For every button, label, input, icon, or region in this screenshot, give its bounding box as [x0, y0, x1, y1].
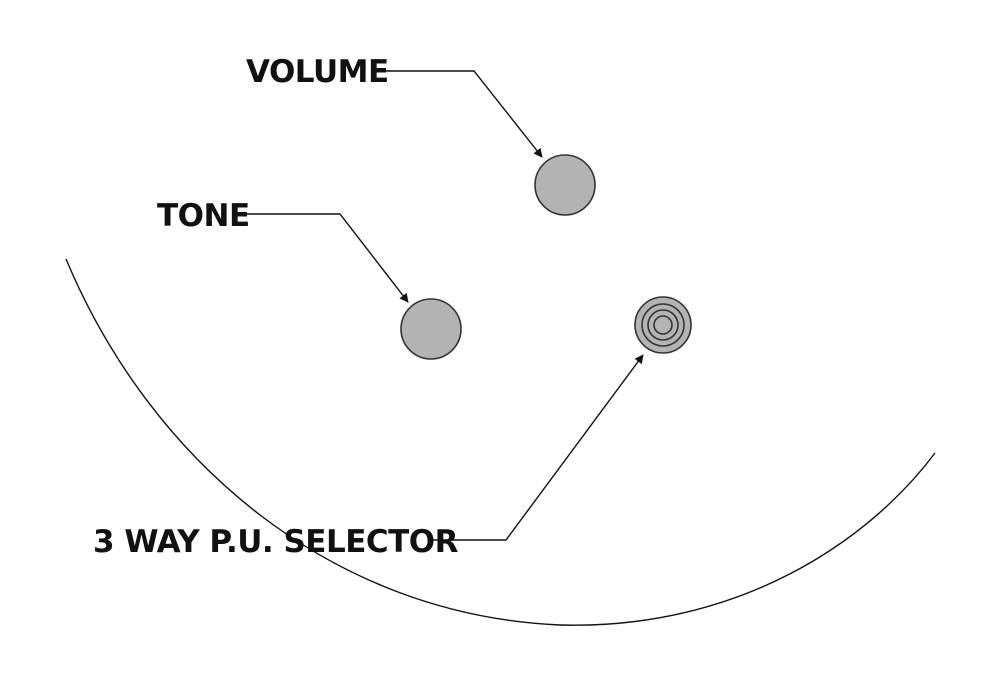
- tone-label: TONE: [157, 198, 250, 234]
- guitar-body-outline: [65, 258, 936, 626]
- volume-knob: [534, 154, 596, 216]
- selector-label: 3 WAY P.U. SELECTOR: [93, 524, 459, 560]
- selector-inner-ring: [647, 309, 679, 341]
- volume-leader-arrow: [381, 70, 543, 158]
- pickup-selector-switch: [634, 296, 692, 354]
- volume-label: VOLUME: [246, 54, 389, 90]
- selector-tip: [653, 315, 673, 335]
- selector-outer-ring: [634, 296, 692, 354]
- selector-leader-arrow: [432, 354, 644, 541]
- tone-leader-arrow: [245, 213, 409, 303]
- selector-middle-ring: [641, 303, 685, 347]
- tone-knob: [400, 298, 462, 360]
